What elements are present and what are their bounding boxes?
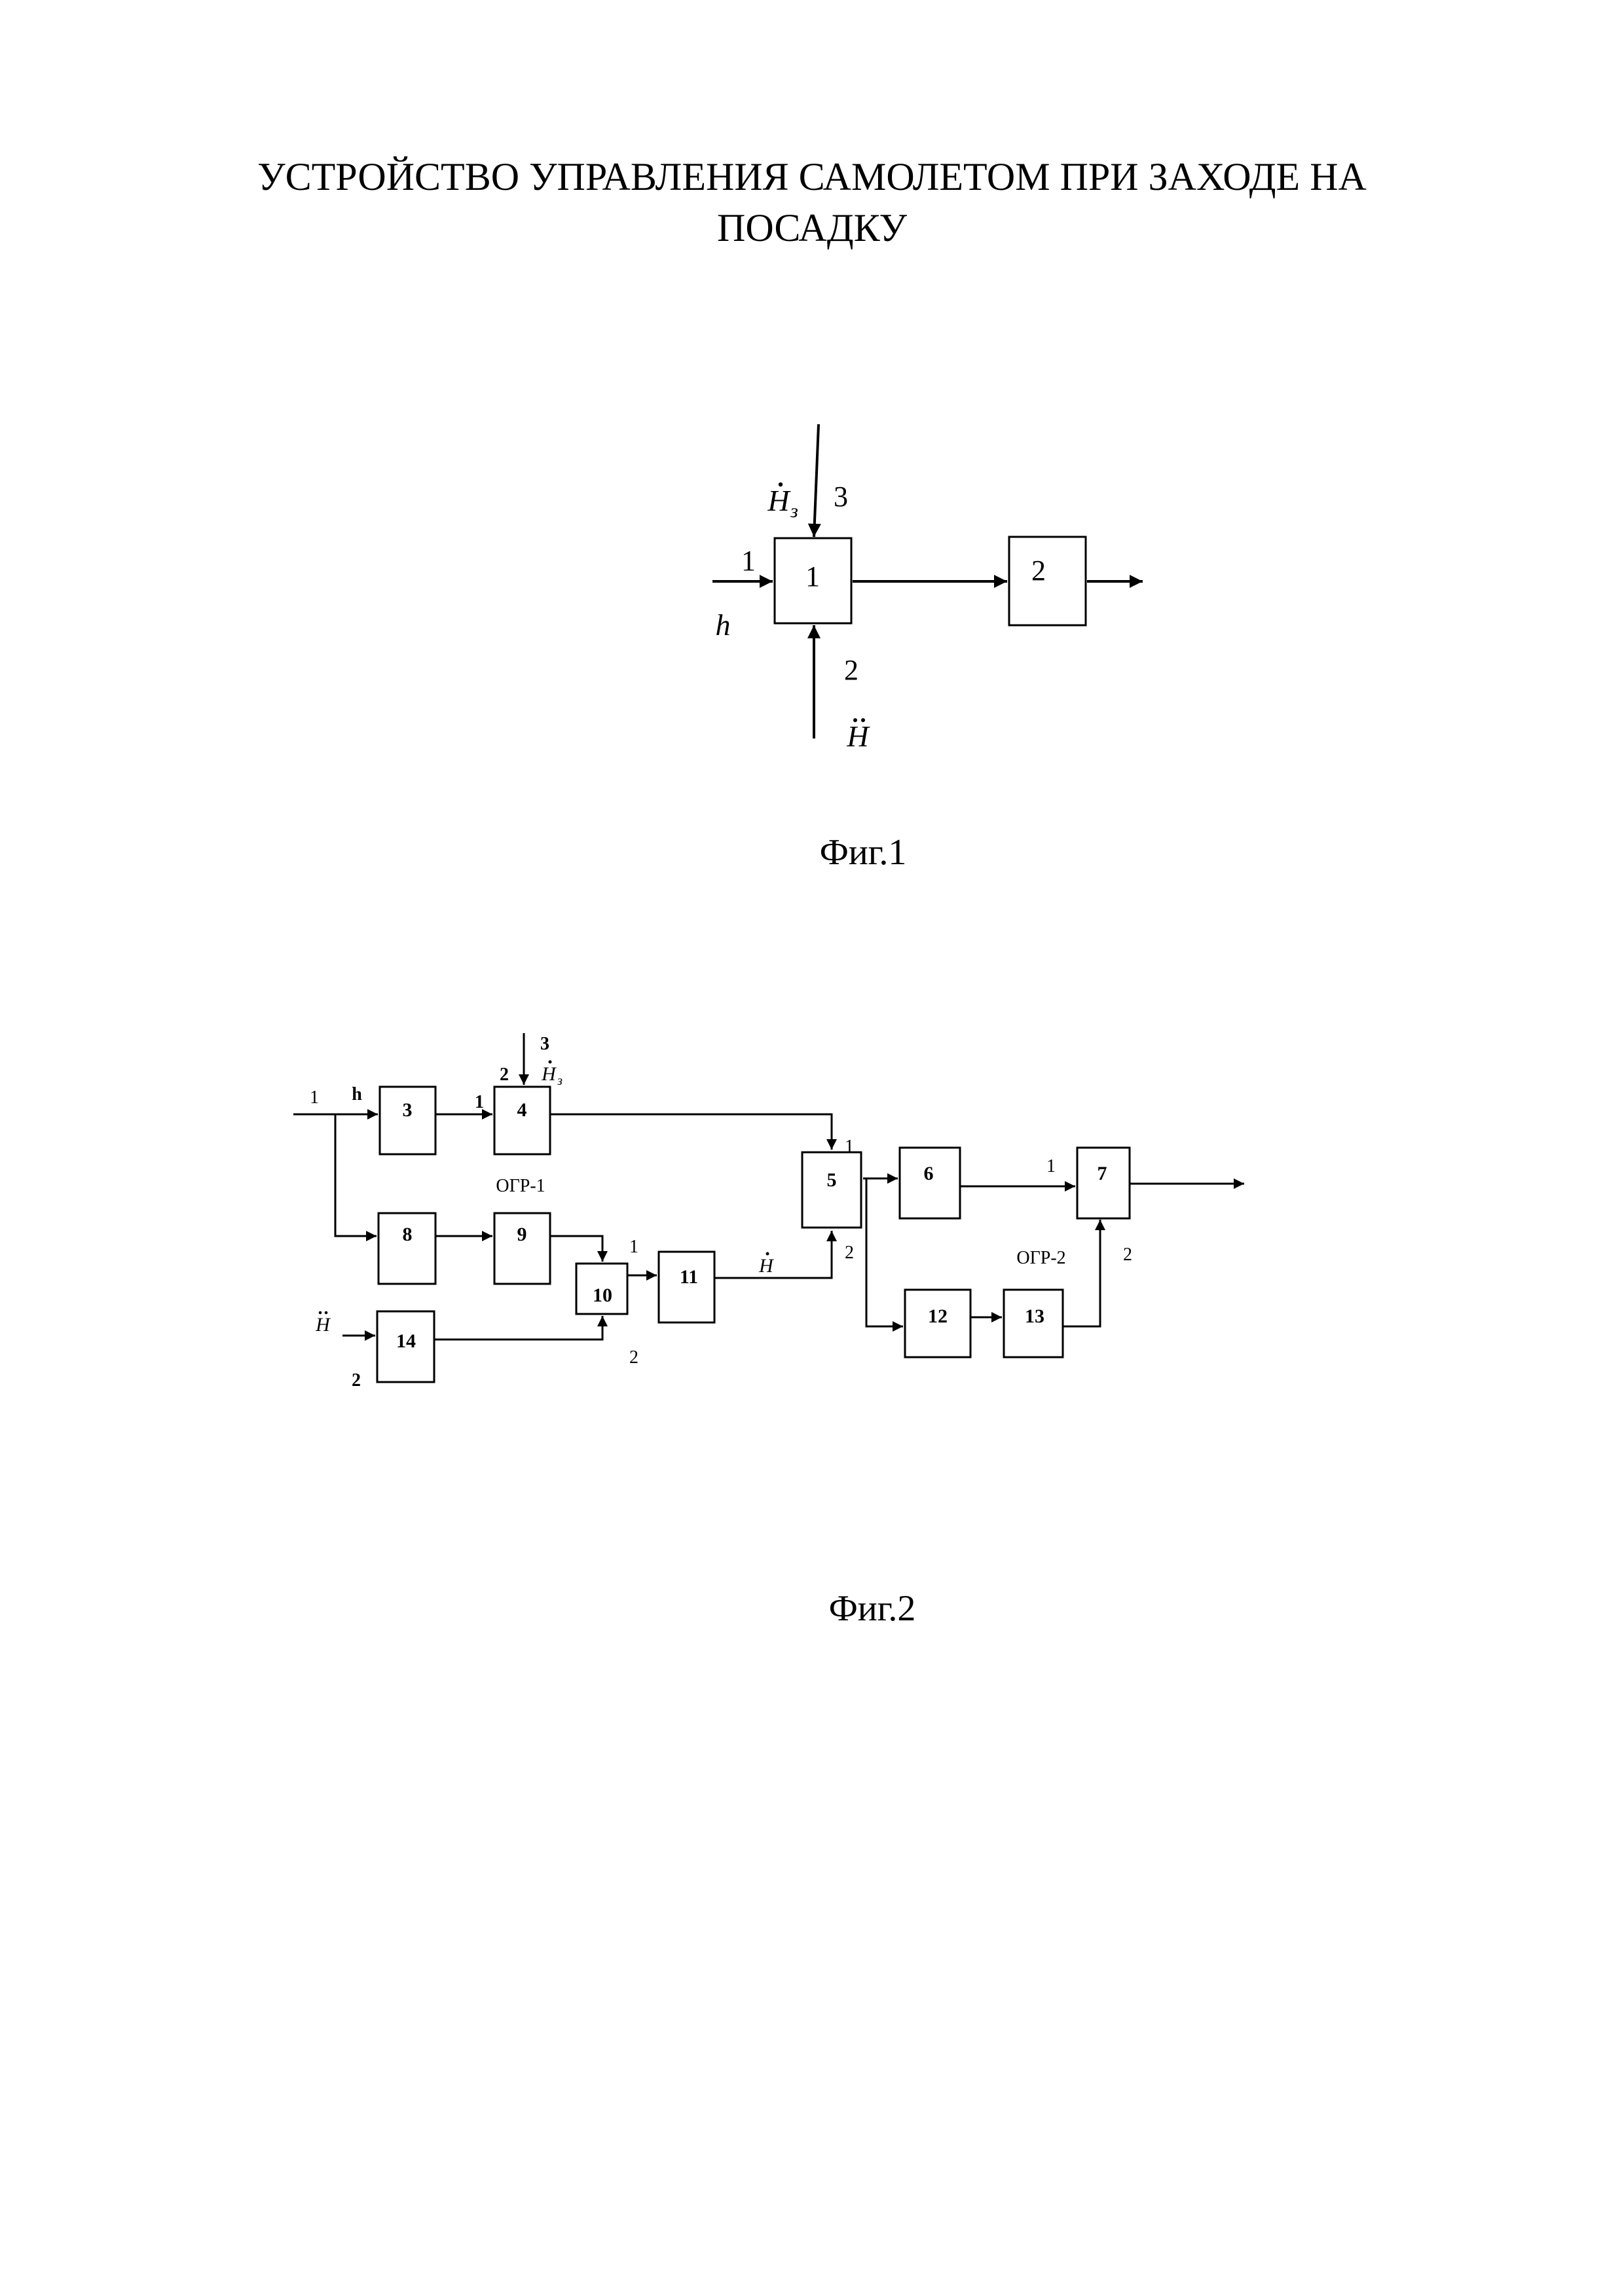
fig2-block7-port-2-number: 2: [1123, 1245, 1132, 1265]
figure-2-caption: Фиг.2: [829, 1588, 916, 1629]
fig2-block4-port-3-number: 3: [540, 1034, 549, 1054]
fig2-block5-to-block12: [865, 1178, 903, 1332]
fig2-h-dot-z-letter: H: [541, 1063, 557, 1085]
fig2-block-5-label: 5: [827, 1169, 837, 1191]
fig2-h-ddot-mark-b: [324, 1311, 328, 1315]
fig2-block-12: [904, 1288, 972, 1358]
fig1-second-derivative-dot-b: [861, 718, 865, 722]
document-title-line-2: ПОСАДКУ: [717, 206, 907, 249]
fig2-label-ogr-2: ОГР-2: [1016, 1248, 1065, 1268]
fig2-block-5: [801, 1151, 862, 1229]
fig2-block14-to-block10: [434, 1316, 608, 1341]
fig2-block-11: [657, 1250, 716, 1324]
fig2-h-dot-z-subscript: з: [557, 1074, 563, 1088]
fig2-block-9-label: 9: [517, 1224, 527, 1245]
fig2-block-7-label: 7: [1098, 1163, 1107, 1184]
fig1-signal-h: h: [716, 608, 731, 642]
figure-1: 1 2 1 3 2 h H з H Фиг.1: [712, 424, 1143, 873]
fig2-block-14: [376, 1310, 435, 1383]
fig1-block-1-label: 1: [805, 560, 820, 592]
fig1-derivative-dot: [778, 482, 783, 487]
fig2-derivative-dot: [548, 1060, 552, 1064]
fig2-h-ddot-letter: H: [315, 1314, 331, 1336]
fig1-block-2-label: 2: [1031, 555, 1046, 587]
fig2-block4-port-1-number: 1: [475, 1092, 484, 1112]
fig2-block4-to-block5: [550, 1113, 837, 1150]
fig1-signal-h-dot-z: H з: [767, 482, 798, 522]
fig2-block-13: [1003, 1288, 1064, 1358]
fig2-block-14-label: 14: [396, 1330, 416, 1352]
fig2-signal-h: h: [352, 1084, 362, 1104]
fig2-input-2-number: 2: [352, 1370, 361, 1391]
fig2-block-3: [378, 1085, 437, 1156]
fig1-block-2: [1008, 536, 1087, 627]
fig2-block-8-label: 8: [403, 1224, 413, 1245]
fig2-block-4-label: 4: [517, 1099, 527, 1121]
document-title-line-1: УСТРОЙСТВО УПРАВЛЕНИЯ САМОЛЕТОМ ПРИ ЗАХО…: [257, 155, 1367, 198]
fig2-block13-to-block7: [1063, 1220, 1105, 1328]
fig2-block7-port-1-number: 1: [1046, 1156, 1056, 1176]
fig1-input-3-arrow: [807, 424, 821, 538]
fig2-signal-h-dot-z: H з: [541, 1060, 563, 1088]
fig2-block5-port-1-number: 1: [845, 1137, 854, 1157]
fig2-block-12-label: 12: [928, 1305, 948, 1327]
figure-1-caption: Фиг.1: [820, 832, 907, 873]
fig2-block-6: [898, 1146, 961, 1220]
fig2-block-9: [493, 1212, 551, 1285]
fig2-block5-port-2-number: 2: [845, 1243, 854, 1263]
fig2-h-dot-letter: H: [758, 1255, 775, 1277]
fig2-block4-port-2-number: 2: [500, 1065, 509, 1085]
fig1-block-1: [773, 537, 853, 625]
fig2-h-dot-mark: [766, 1252, 769, 1256]
fig2-block-6-label: 6: [924, 1163, 934, 1184]
fig1-h-dot-z-letter: H: [767, 484, 791, 517]
fig2-signal-h-dot-block11: H: [758, 1252, 775, 1277]
fig2-label-ogr-1: ОГР-1: [496, 1176, 545, 1196]
fig1-port-1-number: 1: [741, 545, 756, 577]
fig2-branch-to-block8: [334, 1114, 377, 1241]
fig1-signal-h-ddot: H: [846, 718, 870, 753]
fig2-h-ddot-mark-a: [318, 1311, 322, 1315]
fig2-block10-port-2-number: 2: [629, 1347, 638, 1368]
figure-2: 3 4 5 6 7 8 9 10 11 12 13 14 1 2 1 2 3 1…: [293, 1033, 1244, 1629]
fig2-block10-port-1-number: 1: [629, 1237, 638, 1257]
fig2-block-10-label: 10: [593, 1285, 612, 1306]
fig1-h-ddot-letter: H: [846, 720, 870, 753]
fig2-block-13-label: 13: [1025, 1305, 1044, 1327]
fig1-h-dot-z-subscript: з: [790, 500, 798, 522]
fig2-input-1-number: 1: [310, 1087, 319, 1108]
fig2-block-8: [377, 1212, 437, 1285]
fig2-block-10: [575, 1262, 629, 1315]
fig2-block-3-label: 3: [403, 1099, 413, 1121]
fig2-signal-h-ddot-input: H: [315, 1311, 331, 1336]
fig1-port-2-number: 2: [844, 654, 858, 686]
fig1-port-3-number: 3: [834, 481, 848, 513]
fig2-block-11-label: 11: [680, 1266, 698, 1288]
fig1-second-derivative-dot-a: [853, 718, 857, 722]
fig2-block-4: [493, 1085, 551, 1156]
fig2-block-7: [1076, 1146, 1131, 1220]
fig2-block11-to-block5: [714, 1231, 837, 1279]
fig2-block9-to-block10: [550, 1235, 608, 1262]
